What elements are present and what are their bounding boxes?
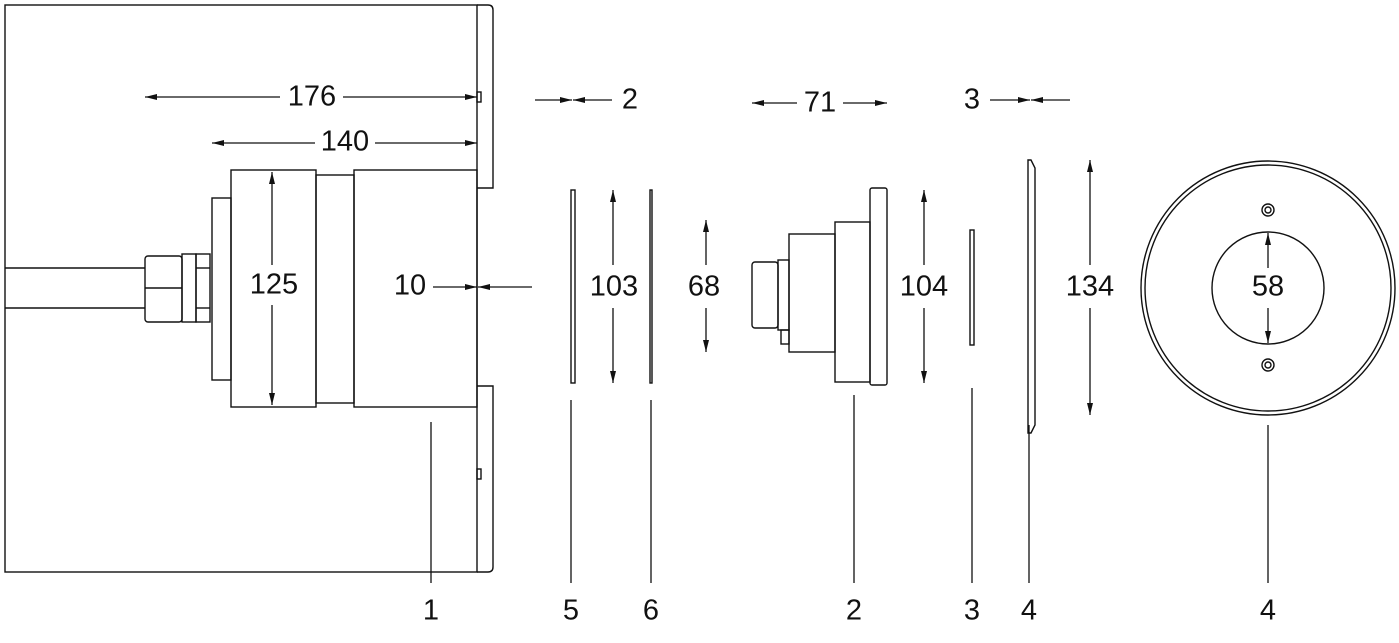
cover-front-view: [1140, 160, 1396, 416]
module-collar: [834, 221, 871, 383]
seal-part: [649, 189, 653, 384]
light-module: [751, 187, 888, 386]
part-label-seal: 6: [643, 595, 659, 627]
housing-neck: [315, 174, 355, 404]
gasket-part: [570, 189, 576, 384]
part-label-cover-side: 4: [1021, 595, 1037, 627]
part-label-cover-front: 4: [1260, 595, 1276, 627]
ring-part: [969, 229, 975, 346]
dim-cover-diameter: 134: [1066, 271, 1114, 303]
part-label-housing: 1: [423, 595, 439, 627]
dim-module-depth: 71: [804, 87, 836, 119]
dim-plate-thickness: 2: [622, 84, 638, 116]
module-flange: [869, 187, 888, 386]
dim-gasket-diameter: 103: [590, 271, 638, 303]
dimension-lines: [145, 94, 1271, 415]
screw-hole-icon: [1261, 358, 1275, 372]
dim-module-flange-diameter: 104: [900, 271, 948, 303]
flange-screw-top: [476, 91, 482, 103]
housing-assembly: [4, 4, 494, 573]
screw-hole-icon: [1261, 203, 1275, 217]
dim-wall-offset: 10: [394, 270, 426, 302]
flange-screw-bottom: [476, 468, 482, 480]
mounting-flange-bottom: [477, 385, 494, 573]
part-label-gasket: 5: [563, 595, 579, 627]
part-label-module: 2: [846, 595, 862, 627]
module-body: [788, 233, 836, 353]
cover-side-view: [1027, 159, 1036, 434]
dim-cover-opening: 58: [1252, 271, 1284, 303]
mounting-flange-top: [477, 4, 494, 189]
dim-housing-diameter: 125: [250, 269, 298, 301]
dim-ring-thickness: 3: [964, 84, 980, 116]
rear-plate: [211, 197, 232, 381]
part-label-ring: 3: [964, 595, 980, 627]
cover-opening: [1211, 231, 1325, 345]
gland-nut: [195, 253, 211, 323]
leader-lines: [430, 388, 1269, 583]
dim-seal-diameter: 68: [688, 271, 720, 303]
housing-body-front: [353, 169, 478, 408]
module-gland: [751, 261, 779, 329]
dim-housing-depth: 140: [321, 126, 369, 158]
dim-overall-depth: 176: [288, 81, 336, 113]
cable-gland: [144, 255, 183, 323]
